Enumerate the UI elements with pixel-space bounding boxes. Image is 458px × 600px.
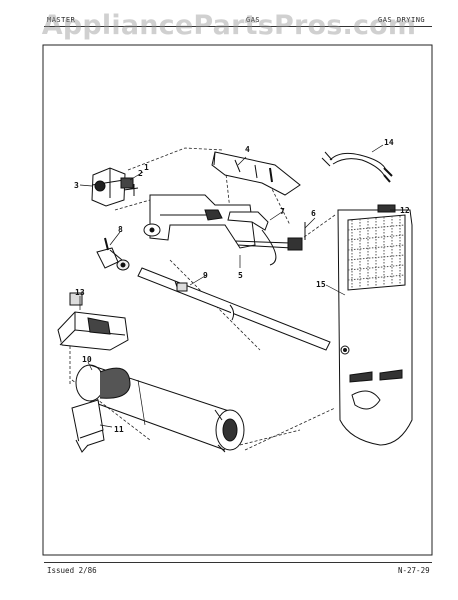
wiring-part (321, 151, 393, 183)
igniter-part (211, 151, 301, 196)
burner-box-part (57, 292, 129, 351)
callout-4: 4 (245, 145, 250, 154)
callout-15: 15 (316, 280, 326, 289)
callout-9: 9 (203, 271, 208, 280)
callout-12: 12 (400, 206, 410, 215)
orifice-part (96, 237, 130, 271)
page-code: N-27-29 (398, 566, 430, 575)
header-middle-text: GAS (246, 16, 261, 24)
callout-5: 5 (238, 271, 243, 280)
callout-14: 14 (384, 138, 394, 147)
footer-rule (44, 562, 432, 563)
heat-shield-part (71, 399, 105, 453)
header-left-text: MASTER (47, 16, 76, 24)
callout-8: 8 (118, 225, 123, 234)
flame-sensor-part (227, 211, 277, 266)
diagram-frame (42, 44, 433, 556)
dashed-assembly-lines (69, 147, 336, 451)
header-right-text: GAS DRYING (378, 16, 426, 24)
burner-housing-part (337, 204, 413, 446)
callout-leaders (79, 144, 398, 428)
callout-10: 10 (82, 355, 92, 364)
mounting-bracket-part (143, 194, 256, 249)
callout-7: 7 (280, 207, 285, 216)
callout-6: 6 (311, 209, 316, 218)
burner-tube-part (137, 267, 331, 351)
gas-valve-part (91, 167, 139, 207)
callout-1: 1 (144, 163, 149, 172)
callout-11: 11 (114, 425, 124, 434)
header-rule (44, 26, 432, 27)
callout-3: 3 (74, 181, 79, 190)
callout-13: 13 (75, 288, 85, 297)
watermark: AppliancePartsPros.com (41, 10, 417, 41)
issued-date: Issued 2/86 (47, 566, 97, 575)
callout-2: 2 (138, 169, 143, 178)
wire-harness-part (234, 222, 306, 251)
combustion-chamber-part (75, 364, 245, 453)
